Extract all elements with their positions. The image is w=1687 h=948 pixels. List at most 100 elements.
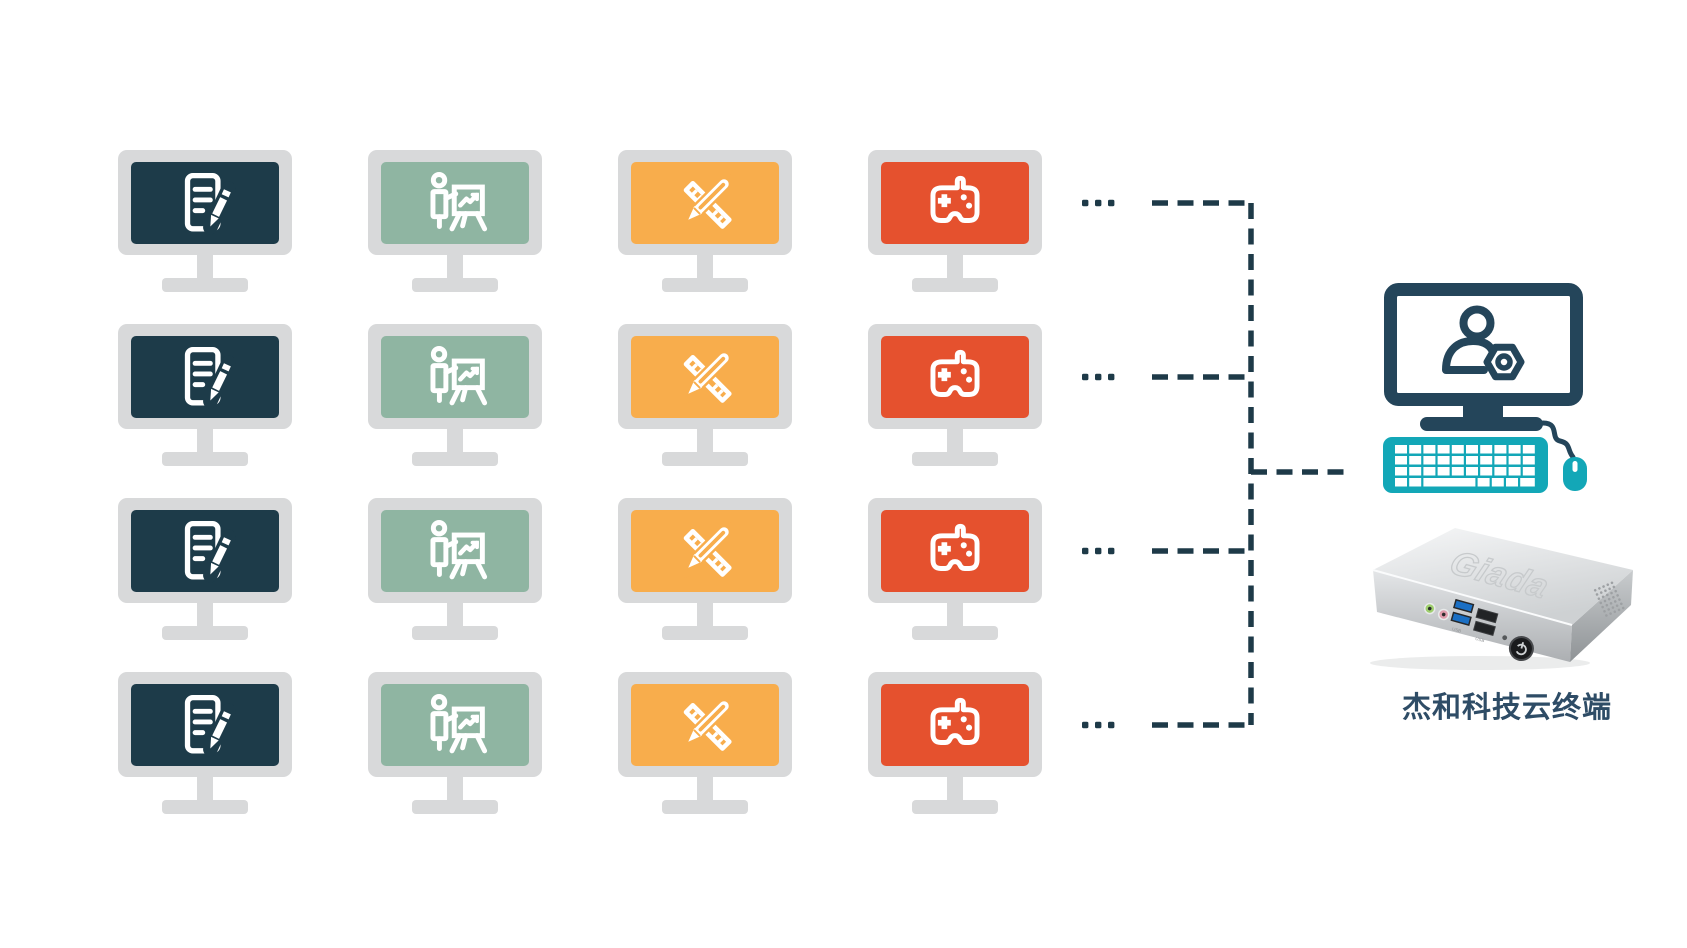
- monitor-stand-neck: [197, 777, 213, 802]
- client-monitor-presentation-training: [368, 672, 542, 814]
- row-ellipsis-dot: [1095, 721, 1102, 729]
- cloud-terminal-label: 杰和科技云终端: [1401, 692, 1612, 724]
- document-edit-icon: [167, 165, 243, 241]
- monitor-screen: [131, 336, 279, 418]
- monitor-stand-base: [412, 452, 498, 466]
- monitor-stand-base: [412, 278, 498, 292]
- row-ellipsis-dot: [1082, 199, 1089, 207]
- client-monitor-office-documents: [118, 150, 292, 292]
- monitor-stand-base: [662, 278, 748, 292]
- monitor-stand-neck: [697, 603, 713, 628]
- client-monitor-office-documents: [118, 672, 292, 814]
- monitor-bezel: [368, 672, 542, 777]
- row-ellipsis-dot: [1108, 373, 1115, 381]
- monitor-screen: [131, 510, 279, 592]
- monitor-screen: [881, 684, 1029, 766]
- user-settings-monitor-icon: [1384, 283, 1583, 431]
- gear-icon: [1483, 343, 1525, 381]
- port-label: USB: [1451, 626, 1461, 633]
- row-ellipsis-dot: [1108, 721, 1115, 729]
- monitor-screen: [381, 162, 529, 244]
- admin-computer-icon: [1383, 283, 1587, 493]
- monitor-stand-base: [162, 278, 248, 292]
- monitor-stand-base: [662, 626, 748, 640]
- monitor-stand-base: [162, 626, 248, 640]
- monitor-bezel: [618, 498, 792, 603]
- row-ellipsis-dot: [1082, 721, 1089, 729]
- monitor-bezel: [118, 324, 292, 429]
- monitor-bezel: [118, 672, 292, 777]
- monitor-stand-neck: [447, 429, 463, 454]
- row-ellipsis-dot: [1108, 547, 1115, 555]
- row-ellipsis-dot: [1095, 199, 1102, 207]
- monitor-stand-base: [912, 800, 998, 814]
- monitor-screen: [381, 684, 529, 766]
- monitor-screen: [881, 162, 1029, 244]
- monitor-stand-neck: [697, 429, 713, 454]
- document-edit-icon: [167, 687, 243, 763]
- mini-pc-device: Giada USB USB: [1370, 528, 1633, 670]
- document-edit-icon: [167, 513, 243, 589]
- ruler-pencil-icon: [667, 513, 743, 589]
- client-monitor-presentation-training: [368, 324, 542, 466]
- gamepad-icon: [917, 165, 993, 241]
- row-ellipsis-dot: [1095, 373, 1102, 381]
- monitor-bezel: [618, 672, 792, 777]
- usb3-port: [1453, 598, 1475, 614]
- row-ellipsis-dot: [1082, 547, 1089, 555]
- monitor-bezel: [868, 498, 1042, 603]
- document-edit-icon: [167, 339, 243, 415]
- monitor-stand-neck: [947, 255, 963, 280]
- monitor-stand-neck: [197, 429, 213, 454]
- row-ellipsis-dot: [1095, 547, 1102, 555]
- client-monitor-design-tools: [618, 150, 792, 292]
- row-ellipsis-dot: [1082, 373, 1089, 381]
- monitor-screen: [381, 336, 529, 418]
- monitor-stand-neck: [447, 603, 463, 628]
- power-button: [1508, 636, 1534, 662]
- monitor-stand-base: [662, 452, 748, 466]
- gamepad-icon: [917, 339, 993, 415]
- monitor-screen: [131, 162, 279, 244]
- client-monitor-design-tools: [618, 498, 792, 640]
- ruler-pencil-icon: [667, 339, 743, 415]
- client-monitor-gaming: [868, 672, 1042, 814]
- presentation-chart-icon: [417, 339, 493, 415]
- monitor-bezel: [868, 150, 1042, 255]
- client-monitor-presentation-training: [368, 498, 542, 640]
- vent-grid: [1593, 581, 1625, 617]
- monitor-stand-base: [412, 626, 498, 640]
- front-ports: USB USB: [1424, 598, 1534, 662]
- monitor-screen: [881, 336, 1029, 418]
- client-monitor-design-tools: [618, 324, 792, 466]
- monitor-stand-base: [162, 800, 248, 814]
- client-monitor-gaming: [868, 324, 1042, 466]
- usb3-port: [1450, 611, 1472, 627]
- gamepad-icon: [917, 687, 993, 763]
- ruler-pencil-icon: [667, 165, 743, 241]
- monitor-stand-neck: [447, 255, 463, 280]
- mini-pc-top-face: [1373, 528, 1633, 625]
- monitor-screen: [631, 684, 779, 766]
- monitor-bezel: [618, 150, 792, 255]
- client-monitor-gaming: [868, 498, 1042, 640]
- monitor-stand-neck: [447, 777, 463, 802]
- client-monitor-design-tools: [618, 672, 792, 814]
- client-monitor-office-documents: [118, 324, 292, 466]
- usb2-port: [1475, 607, 1499, 624]
- monitor-stand-base: [162, 452, 248, 466]
- monitor-bezel: [368, 150, 542, 255]
- monitor-screen: [631, 162, 779, 244]
- monitor-screen: [131, 684, 279, 766]
- monitor-stand-neck: [947, 777, 963, 802]
- monitor-stand-base: [912, 278, 998, 292]
- client-monitor-gaming: [868, 150, 1042, 292]
- monitor-bezel: [118, 150, 292, 255]
- monitor-screen: [381, 510, 529, 592]
- port-label: USB: [1475, 636, 1485, 643]
- monitor-screen: [881, 510, 1029, 592]
- monitor-stand-neck: [947, 429, 963, 454]
- presentation-chart-icon: [417, 513, 493, 589]
- monitor-bezel: [868, 324, 1042, 429]
